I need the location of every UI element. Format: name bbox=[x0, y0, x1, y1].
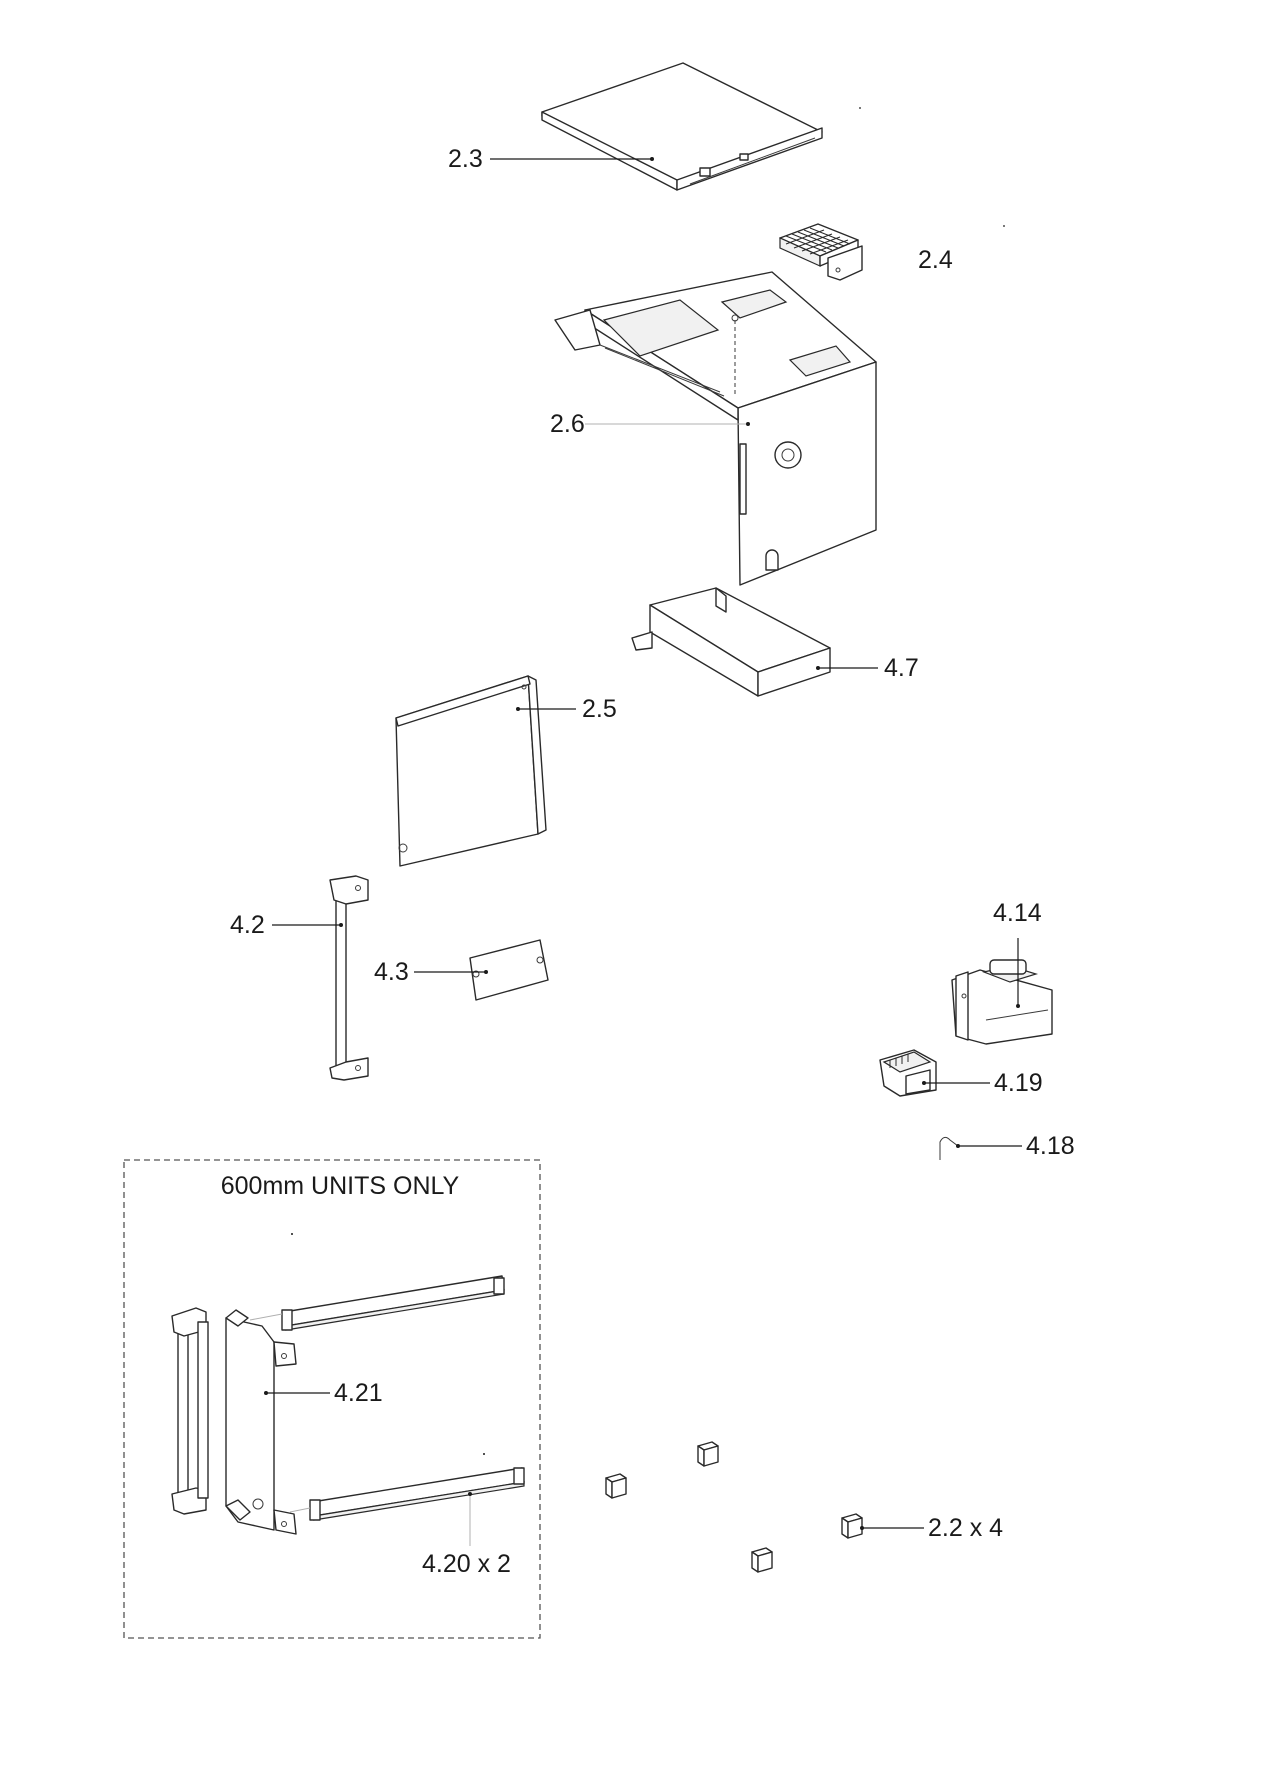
part-2-2-blocks: 2.2 x 4 bbox=[605, 1441, 1003, 1573]
part-4-19-switch: 4.19 bbox=[879, 1049, 1043, 1097]
callout-2-4: 2.4 bbox=[918, 246, 953, 274]
callout-4-7: 4.7 bbox=[884, 654, 919, 682]
part-4-20-rails: 4.20 x 2 bbox=[249, 1275, 525, 1578]
part-4-3-plate: 4.3 bbox=[374, 939, 549, 1001]
part-2-3-top-cover: 2.3 bbox=[448, 62, 823, 191]
part-2-6-housing: 2.6 bbox=[550, 271, 877, 586]
part-2-5-side-panel: 2.5 bbox=[395, 675, 617, 867]
part-2-4-element: 2.4 bbox=[779, 223, 953, 281]
callout-2-2: 2.2 x 4 bbox=[928, 1514, 1003, 1542]
callout-4-20: 4.20 x 2 bbox=[422, 1550, 511, 1578]
callout-2-3: 2.3 bbox=[448, 145, 483, 173]
callout-4-18: 4.18 bbox=[1026, 1132, 1075, 1160]
callout-2-5: 2.5 bbox=[582, 695, 617, 723]
part-4-7-tray: 4.7 bbox=[631, 587, 919, 697]
inset-600mm-units: 600mm UNITS ONLY 4.21 bbox=[123, 1159, 541, 1639]
block-2 bbox=[605, 1473, 627, 1499]
callout-2-6: 2.6 bbox=[550, 410, 585, 438]
block-4 bbox=[751, 1547, 773, 1573]
block-3 bbox=[841, 1513, 863, 1539]
part-4-2-bracket: 4.2 bbox=[230, 875, 369, 1081]
block-1 bbox=[697, 1441, 719, 1467]
part-4-14-unit: 4.14 bbox=[951, 899, 1053, 1045]
callout-4-21: 4.21 bbox=[334, 1379, 383, 1407]
inset-title: 600mm UNITS ONLY bbox=[221, 1172, 460, 1200]
callout-4-3: 4.3 bbox=[374, 958, 409, 986]
part-4-18-clip: 4.18 bbox=[939, 1132, 1075, 1160]
part-4-21-frame: 4.21 bbox=[171, 1307, 383, 1535]
callout-4-14: 4.14 bbox=[993, 899, 1042, 927]
callout-4-19: 4.19 bbox=[994, 1069, 1043, 1097]
callout-4-2: 4.2 bbox=[230, 911, 265, 939]
